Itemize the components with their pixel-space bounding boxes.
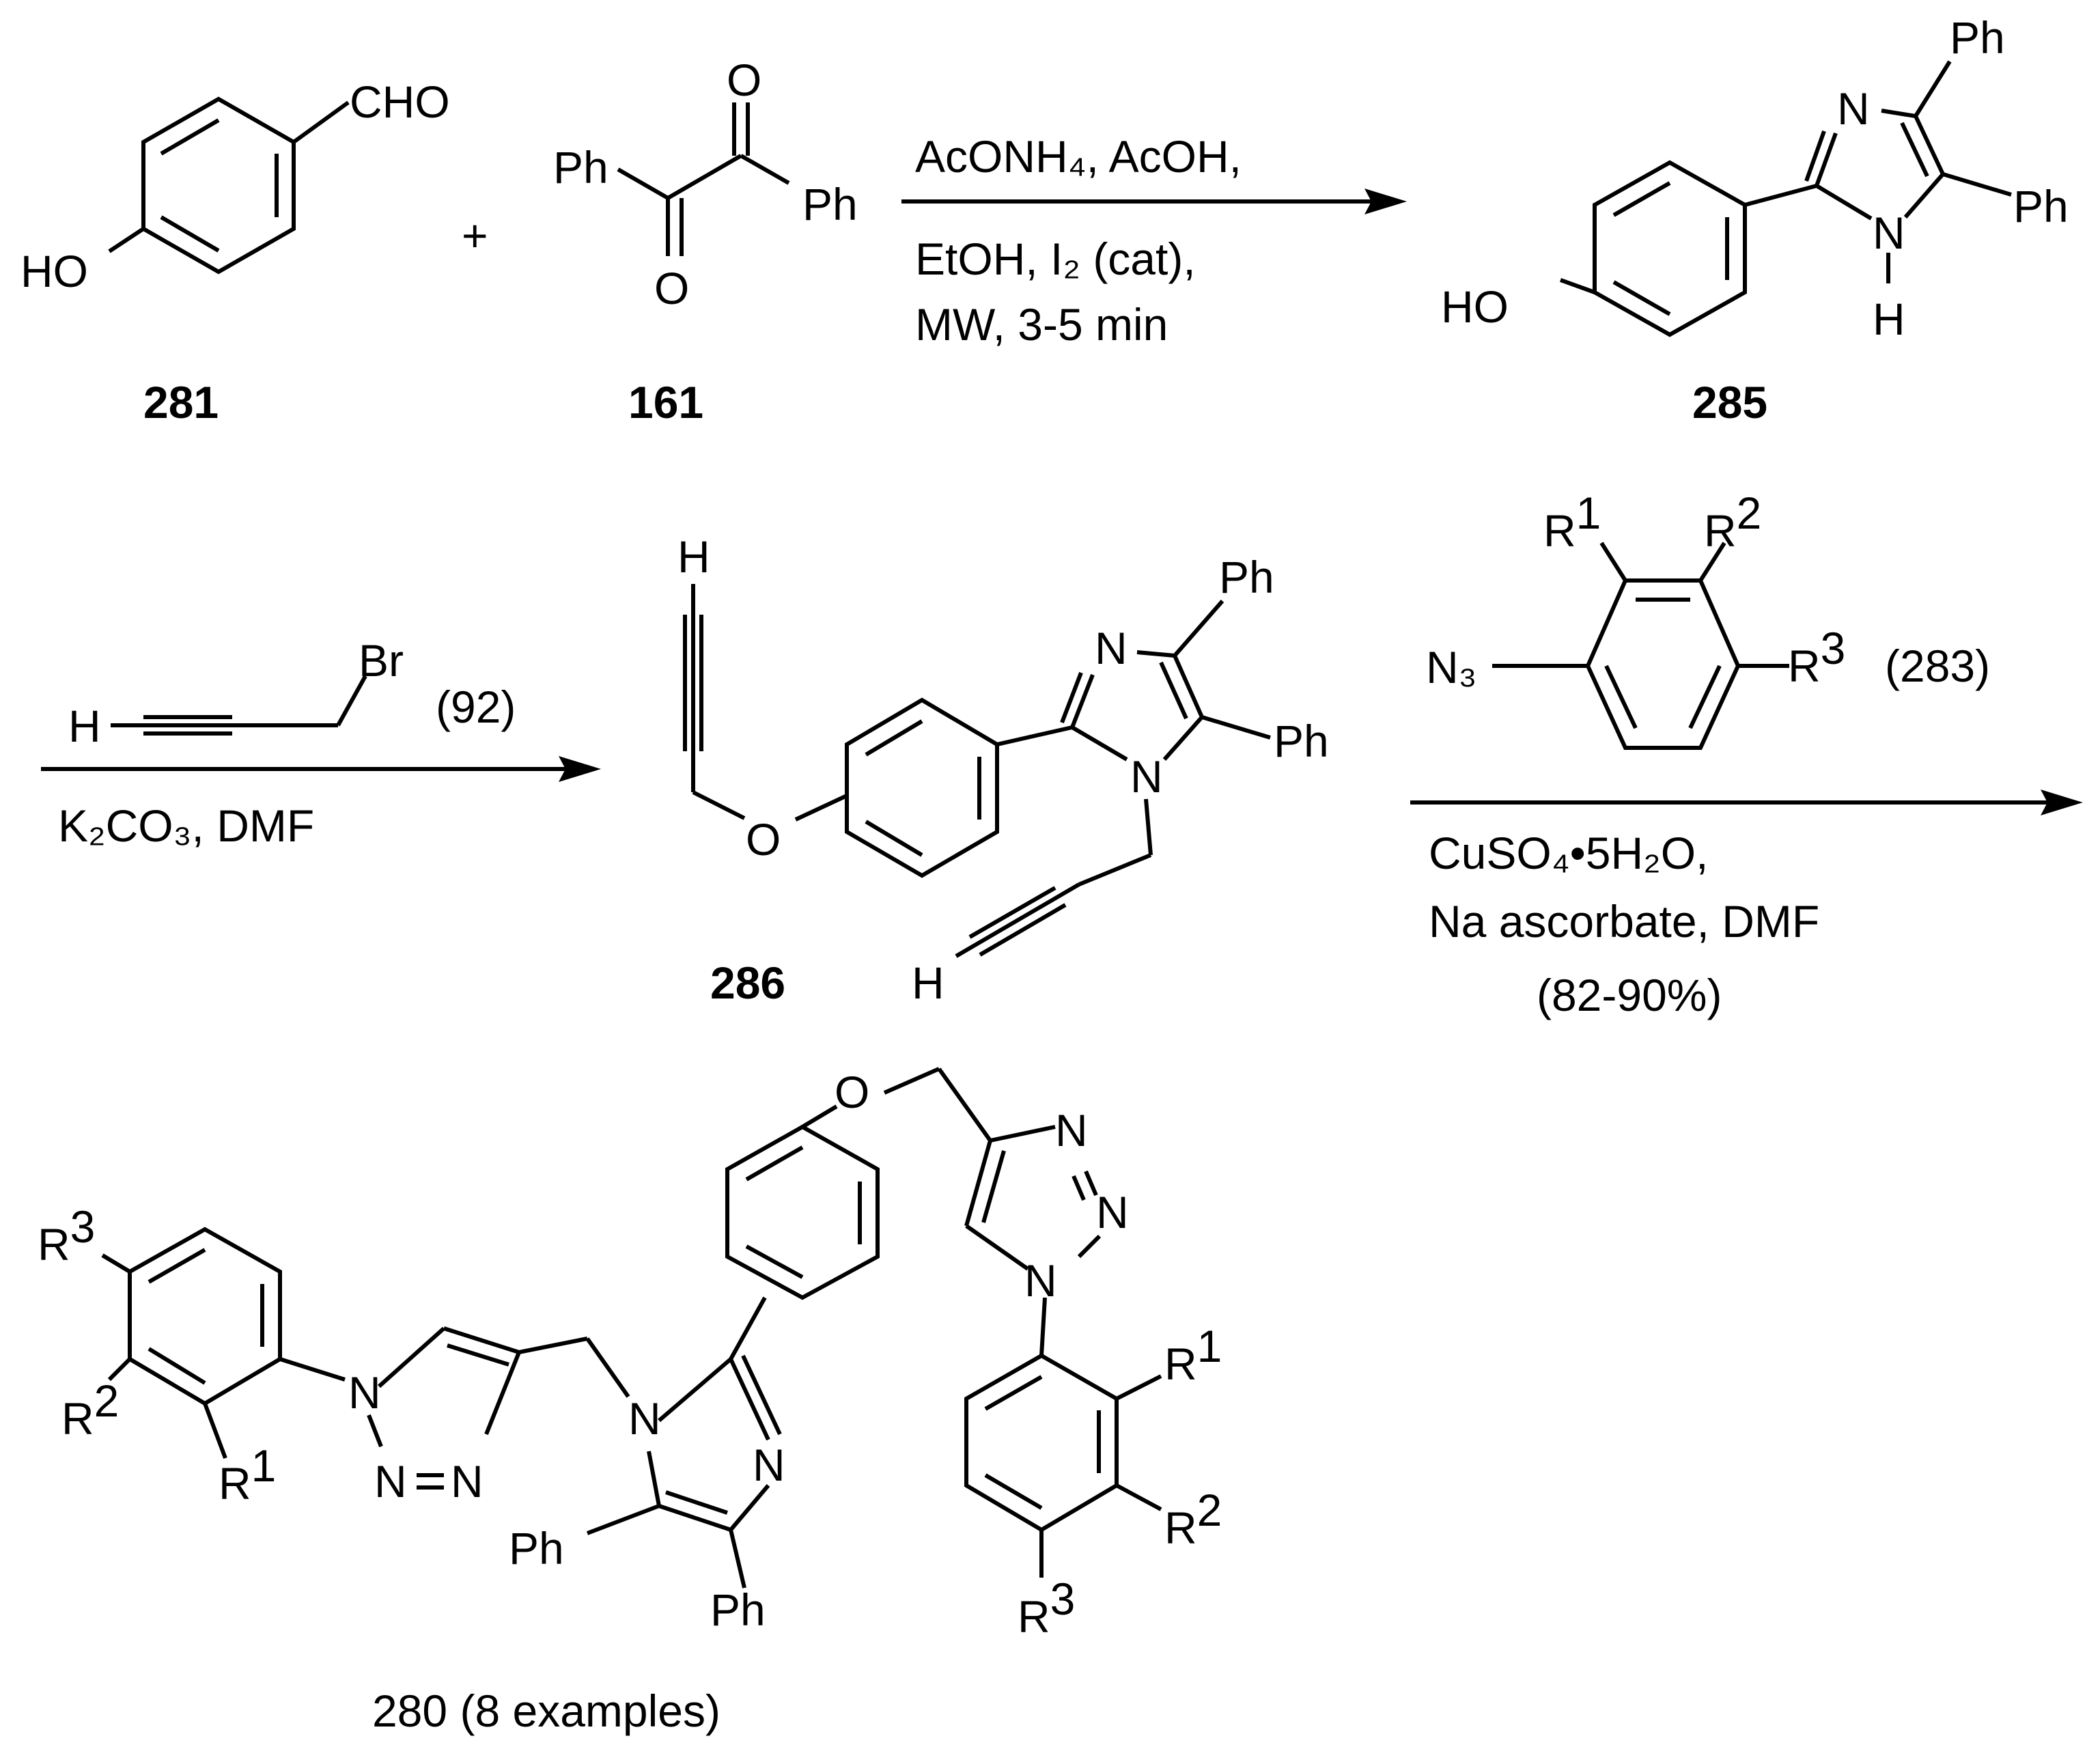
compound-285-n-label: N [1837, 83, 1870, 134]
product-r2-left: R2 [61, 1375, 119, 1444]
step2-reagent-id: (92) [436, 682, 516, 732]
compound-285-ho-label: HO [1441, 281, 1509, 332]
plus-sign: + [462, 210, 488, 261]
compound-286-ph-top: Ph [1219, 552, 1274, 602]
product-r3-right: R3 [1018, 1574, 1075, 1642]
product-imidazole-n: N [753, 1440, 785, 1490]
r-group-superscript: 3 [70, 1201, 96, 1252]
step3-conditions-line2: Na ascorbate, DMF [1429, 896, 1819, 947]
step3-yield: (82-90%) [1537, 970, 1722, 1020]
product-r1-left: R1 [219, 1440, 276, 1509]
product-ph-left: Ph [509, 1523, 564, 1574]
compound-286-n-imine: N [1095, 623, 1128, 673]
compound-285-nh-n-label: N [1873, 208, 1905, 258]
product-triazole-right-n3: N [1055, 1105, 1088, 1156]
step1-conditions-line2: EtOH, I₂ (cat), [915, 234, 1196, 284]
compound-286-ph-right: Ph [1274, 716, 1329, 766]
compound-161-o-top: O [727, 55, 761, 105]
compound-281-ho-label: HO [20, 246, 88, 296]
compound-281-id: 281 [143, 377, 219, 428]
compound-285-ph-top: Ph [1950, 12, 2005, 63]
step3-reagent-id: (283) [1885, 641, 1990, 691]
compound-280-structure [101, 1067, 1162, 1589]
compound-280-caption: 280 (8 examples) [372, 1686, 720, 1736]
r-group-superscript: 3 [1050, 1574, 1076, 1624]
compound-285-structure [1559, 60, 2012, 337]
step2-reagent-h: H [68, 701, 101, 751]
compound-286-id: 286 [710, 958, 785, 1008]
step3-r2-label: R2 [1704, 488, 1761, 556]
compound-161-ph-left: Ph [553, 142, 608, 193]
reaction-arrow-2 [41, 756, 601, 782]
compound-161-o-bottom: O [654, 263, 689, 313]
product-triazole-left-n1: N [348, 1367, 381, 1418]
product-triazole-left-n2: N [374, 1456, 407, 1507]
compound-286-h-top: H [677, 531, 710, 582]
step3-r3-label: R3 [1788, 623, 1845, 691]
step3-azide-label: N₃ [1426, 642, 1477, 693]
reaction-arrow-3 [1410, 789, 2083, 815]
compound-161-id: 161 [628, 377, 703, 428]
r-group-superscript: 1 [1197, 1321, 1222, 1371]
step1-conditions-line3: MW, 3-5 min [915, 299, 1168, 350]
compound-285-nh-h-label: H [1873, 294, 1905, 344]
compound-161-structure [617, 102, 790, 256]
compound-285-ph-right: Ph [2013, 181, 2069, 232]
product-ether-o: O [835, 1067, 869, 1117]
compound-286-n-alkyl: N [1130, 751, 1163, 802]
step1-conditions-line1: AcONH₄, AcOH, [915, 131, 1242, 182]
r-group-superscript: 2 [1737, 488, 1762, 538]
aryl-azide-structure [1492, 542, 1789, 750]
r-group-superscript: 1 [1576, 488, 1601, 538]
compound-286-o-label: O [746, 814, 781, 865]
r-group-superscript: 2 [1197, 1485, 1222, 1535]
propargyl-bromide-structure [111, 675, 367, 736]
compound-286-h-bottom: H [912, 958, 944, 1008]
compound-161-ph-right: Ph [802, 179, 858, 229]
product-r2-right: R2 [1164, 1485, 1222, 1553]
compound-285-id: 285 [1692, 377, 1767, 428]
compound-286-structure [683, 584, 1271, 958]
step2-reagent-br: Br [359, 635, 404, 686]
product-triazole-right-n1: N [1024, 1255, 1057, 1306]
r-group-superscript: 2 [94, 1375, 120, 1426]
product-imidazole-n-alkyl: N [628, 1393, 661, 1444]
step3-conditions-line1: CuSO₄•5H₂O, [1429, 828, 1708, 878]
compound-281-structure [108, 96, 350, 275]
step3-r1-label: R1 [1543, 488, 1601, 556]
compound-281-cho-label: CHO [350, 76, 450, 127]
r-group-superscript: 3 [1821, 623, 1846, 673]
product-r3-left: R3 [38, 1201, 95, 1270]
r-group-superscript: 1 [251, 1440, 277, 1491]
step2-conditions: K₂CO₃, DMF [58, 800, 314, 851]
product-triazole-right-n2: N [1096, 1187, 1129, 1238]
product-ph-bottom: Ph [710, 1584, 766, 1635]
product-triazole-left-n3: N [451, 1456, 484, 1507]
reaction-arrow-1 [901, 188, 1407, 214]
product-r1-right: R1 [1164, 1321, 1222, 1389]
